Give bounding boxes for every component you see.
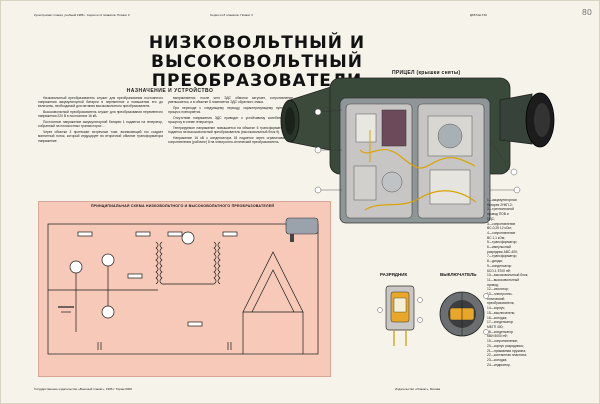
paragraph: Низковольтный преобразователь служит для… [38, 96, 163, 109]
text-column-1: Низковольтный преобразователь служит для… [38, 96, 163, 144]
vyklyuchatel-label: ВЫКЛЮЧАТЕЛЬ [440, 272, 477, 277]
legend-item: провод; [487, 282, 499, 287]
legend-item: 5—трансформатор; [487, 240, 518, 245]
razryadnik-illustration [377, 285, 423, 346]
legend-item: 16—колодка; [487, 315, 508, 320]
legend-item: 10—высоковольтный блок; [487, 273, 529, 278]
legend-item: 11—высоковольтный [487, 277, 520, 282]
schematic-title: ПРИНЦИПИАЛЬНАЯ СХЕМА НИЗКОВОЛЬТНОГО И ВЫ… [90, 204, 275, 208]
device-label: ПРИЦЕЛ (крышки сняты) [392, 70, 461, 76]
schematic-diagram [47, 217, 319, 355]
section-heading: НАЗНАЧЕНИЕ И УСТРОЙСТВО [126, 88, 214, 94]
poster-title: НИЗКОВОЛЬТНЫЙ И ВЫСОКОВОЛЬТНЫЙ ПРЕОБРАЗО… [92, 34, 422, 91]
legend-item: 3—сопротивление [487, 221, 516, 226]
handwritten-number: 80 [581, 8, 592, 17]
paragraph: Генерируемое напряжение повышается на об… [168, 126, 293, 135]
paragraph: Через обмотки 3 протекают встречные токи… [38, 130, 163, 143]
legend-item: ПДС; [487, 216, 495, 221]
legend-item: 9—конденсатор [487, 263, 512, 268]
legend-item: 12—изолятор; [487, 287, 509, 292]
legend-item: 17—конденсатор [487, 320, 514, 325]
header-left-note: Культпросвет плакат, учебный 1986 г. Сер… [34, 13, 130, 17]
legend-item: 18—конденсатор [487, 329, 514, 334]
text-column-2: выпрямляется; после чего ЭДС обмотки зат… [168, 96, 293, 146]
paragraph: При переходе к следующему периоду, харак… [168, 106, 293, 115]
legend-item: преобразователь; [487, 301, 515, 306]
legend-item: 2—трехполюсной [487, 207, 514, 212]
legend-item: 22—контактная пластина; [487, 353, 527, 358]
title-line-1: НИЗКОВОЛЬТНЫЙ И ВЫСОКОВОЛЬТНЫЙ [148, 33, 366, 72]
legend-item: 4—сопротивление [487, 230, 516, 235]
legend-item: ВС 1,1 кОм; [487, 235, 506, 240]
paragraph: Напряжение 16 кВ с конденсатора 18 подае… [168, 136, 293, 145]
legend-item: 14—корпус; [487, 306, 506, 311]
vyklyuchatel-illustration [439, 291, 489, 337]
header-right-note: Д6574м-Т40 [470, 13, 487, 17]
legend-item: 7—трансформатор; [487, 254, 518, 259]
legend-item: КСО-1 5700 пФ; [487, 268, 512, 273]
title-line-2: ПРЕОБРАЗОВАТЕЛИ [151, 71, 363, 91]
footer-right-note: Издательство «Плакат», Москва [395, 387, 441, 391]
paragraph: выпрямляется; после чего ЭДС обмотки зат… [168, 96, 293, 105]
legend-list: 1—аккумуляторная батарея 2НКП-2;2—трехпо… [487, 198, 567, 367]
legend-item: провод ПОВ и [487, 212, 509, 217]
legend-item: 6—импульсный [487, 245, 511, 250]
legend-item: 19—сопротивление; [487, 339, 519, 344]
legend-item: батарея 2НКП-2; [487, 202, 513, 207]
legend-item: оптический [487, 296, 505, 301]
legend-item: 21—прижимная пружина; [487, 348, 526, 353]
razryadnik-label: РАЗРЯДНИК [380, 272, 408, 277]
legend-item: 23—колодка; [487, 357, 508, 362]
header-mid-note: Серия из 8 плакатов. Плакат 3 [210, 13, 253, 17]
legend-item: 13—электронно- [487, 292, 513, 297]
footer-left-note: Государственное издательство «Военный пл… [34, 387, 133, 391]
legend-item: 20—корпус разрядника; [487, 343, 524, 348]
legend-item: 24—индикатор. [487, 362, 511, 367]
paragraph: Высоковольтный преобразователь служит дл… [38, 110, 163, 119]
legend-item: ВС-0,25 12 кОм; [487, 226, 512, 231]
legend-item: МБГП 400; [487, 324, 504, 329]
legend-item: разрядник АВС-400; [487, 249, 518, 254]
legend-item: 8—диоды; [487, 259, 503, 264]
legend-item: 15—выключатель; [487, 310, 516, 315]
legend-item: 1—аккумуляторная [487, 198, 517, 202]
paragraph: Отсутствие напряжения ЭДС приводит к уст… [168, 116, 293, 125]
paragraph: Постоянное напряжение аккумуляторной бат… [38, 120, 163, 129]
sight-device-illustration [280, 77, 555, 224]
legend-item: КВИ 5000 пФ; [487, 334, 508, 339]
